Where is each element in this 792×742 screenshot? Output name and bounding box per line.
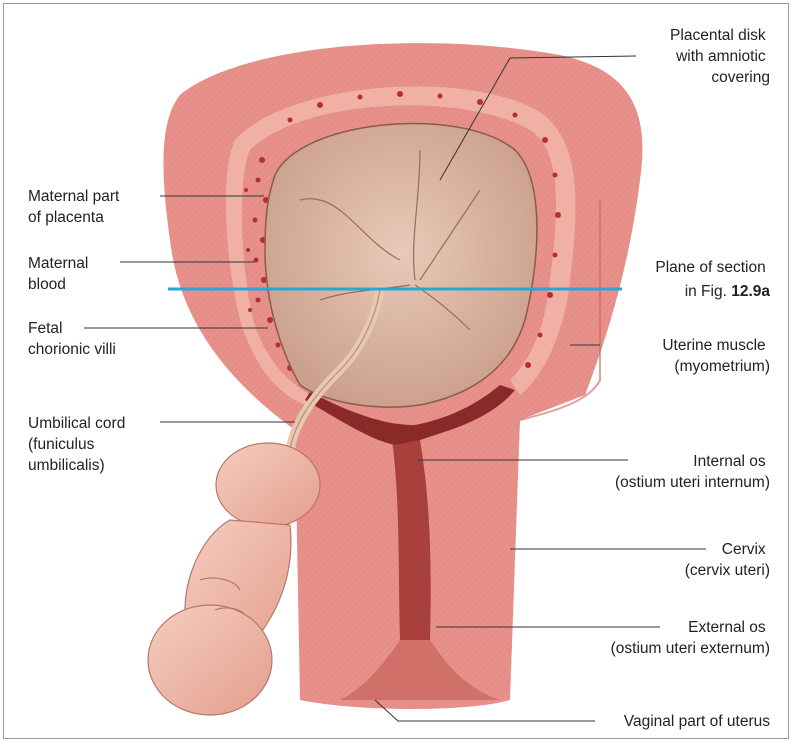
label-external-os: External os (ostium uteri externum) xyxy=(611,619,770,657)
label-maternal-blood: Maternal blood xyxy=(28,255,93,293)
label-maternal-part: Maternal part of placenta xyxy=(28,188,124,226)
label-cervix: Cervix (cervix uteri) xyxy=(685,541,770,579)
placental-disk xyxy=(265,124,537,408)
label-umbilical-cord: Umbilical cord (funiculus umbilicalis) xyxy=(28,415,130,474)
fetus xyxy=(148,443,320,715)
label-internal-os: Internal os (ostium uteri internum) xyxy=(615,453,770,491)
label-placental-disk: Placental disk with amniotic covering xyxy=(670,27,770,86)
label-plane-of-section: Plane of section in Fig. 12.9a xyxy=(655,259,770,300)
label-vaginal-part: Vaginal part of uterus xyxy=(624,713,770,730)
label-uterine-muscle: Uterine muscle (myometrium) xyxy=(662,337,770,375)
label-fetal-villi: Fetal chorionic villi xyxy=(28,320,116,358)
